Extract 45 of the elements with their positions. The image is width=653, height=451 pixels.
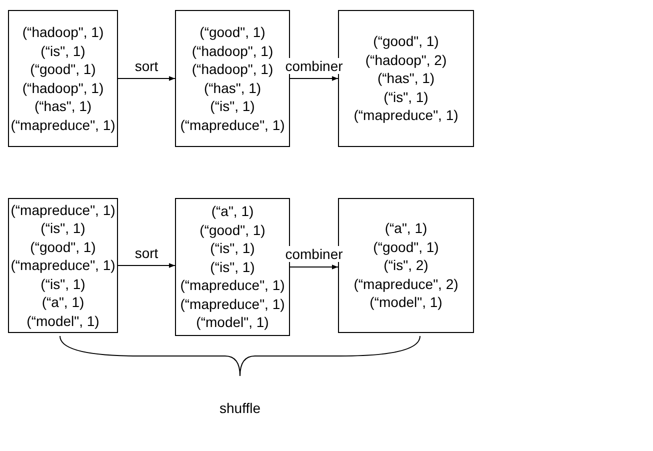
key-value-pair: (“hadoop", 1) — [192, 60, 274, 78]
key-value-pair: (“hadoop", 1) — [192, 42, 274, 60]
key-value-pair: (“is", 1) — [210, 97, 255, 116]
arrow — [290, 76, 338, 81]
key-value-pair: (“good", 1) — [373, 238, 439, 256]
key-value-pair: (“is", 1) — [210, 258, 255, 276]
key-value-pair: (“is", 1) — [210, 239, 255, 258]
key-value-pair: (“mapreduce", 1) — [180, 276, 285, 295]
key-value-pair: (“model", 1) — [370, 293, 442, 312]
key-value-pair: (“mapreduce", 1) — [10, 200, 116, 220]
edge-label: combiner — [284, 58, 344, 74]
arrow — [118, 263, 176, 268]
key-value-pair: (“mapreduce", 1) — [10, 116, 116, 134]
key-value-pair: (“a", 1) — [384, 219, 428, 238]
key-value-pair: (“good", 1) — [30, 238, 96, 256]
key-value-pair: (“a", 1) — [211, 202, 254, 221]
key-value-pair: (“hadoop", 2) — [365, 50, 447, 70]
key-value-pair: (“mapreduce", 1) — [10, 256, 116, 275]
key-value-pair: (“has", 1) — [204, 78, 262, 97]
key-value-pair: (“is", 1) — [40, 42, 86, 60]
key-value-pair: (“model", 1) — [26, 312, 100, 330]
key-value-pair: (“hadoop", 1) — [22, 23, 104, 42]
key-value-pair: (“good", 1) — [200, 23, 266, 42]
key-value-pair: (“good", 1) — [30, 60, 96, 78]
arrow — [290, 264, 338, 270]
data-box — [8, 10, 118, 147]
data-box — [8, 198, 118, 333]
key-value-pair: (“hadoop", 1) — [22, 78, 104, 97]
edge-label: combiner — [284, 246, 344, 262]
key-value-pair: (“has", 1) — [34, 97, 92, 116]
key-value-pair: (“is", 2) — [384, 256, 428, 275]
key-value-pair: (“a", 1) — [42, 293, 84, 312]
arrow — [118, 76, 176, 81]
key-value-pair: (“model", 1) — [196, 313, 269, 332]
key-value-pair: (“has", 1) — [377, 69, 435, 88]
key-value-pair: (“is", 1) — [384, 88, 428, 106]
key-value-pair: (“mapreduce", 1) — [354, 106, 458, 125]
key-value-pair: (“mapreduce", 1) — [180, 116, 285, 134]
key-value-pair: (“good", 1) — [200, 220, 266, 240]
brace-label: shuffle — [220, 400, 260, 416]
key-value-pair: (“is", 1) — [40, 274, 86, 294]
key-value-pair: (“mapreduce", 1) — [180, 294, 285, 314]
key-value-pair: (“is", 1) — [40, 219, 86, 238]
key-value-pair: (“mapreduce", 2) — [354, 274, 458, 294]
key-value-pair: (“good", 1) — [373, 32, 439, 51]
